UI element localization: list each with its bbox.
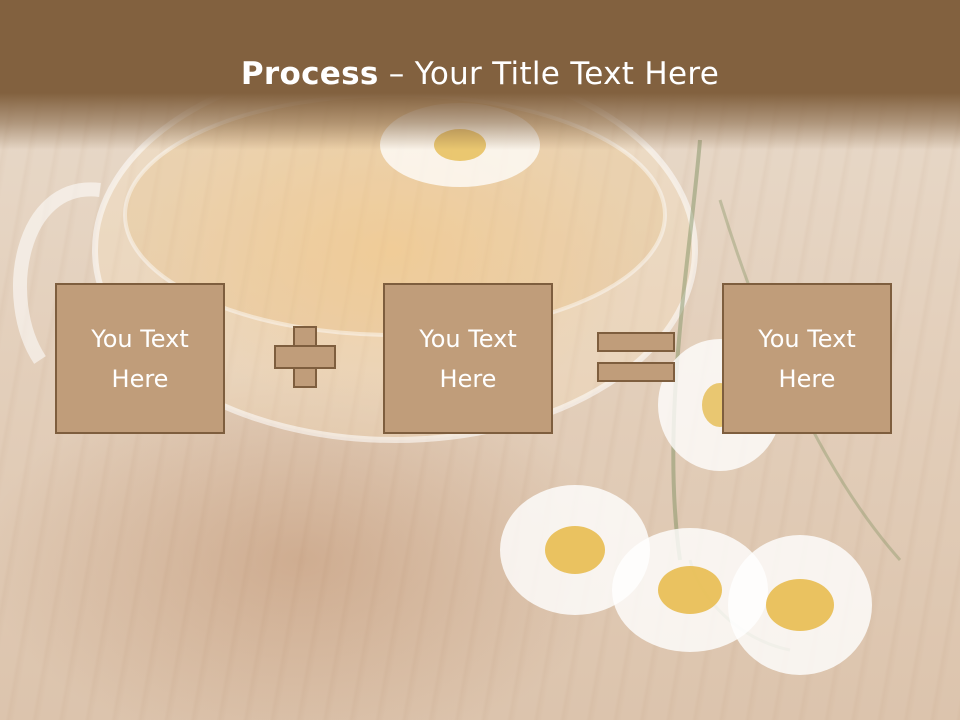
- title-rest: – Your Title Text Here: [378, 56, 720, 92]
- title-bar: [0, 0, 960, 150]
- process-box-1[interactable]: You Text Here: [55, 283, 225, 434]
- slide-title: Process – Your Title Text Here: [0, 52, 960, 96]
- equals-icon: [597, 332, 675, 382]
- flower-stem: [671, 139, 702, 561]
- process-box-label: You Text Here: [91, 324, 189, 393]
- title-bold: Process: [240, 56, 379, 92]
- process-box-2[interactable]: You Text Here: [383, 283, 553, 434]
- result-box[interactable]: You Text Here: [722, 283, 892, 434]
- process-box-label: You Text Here: [758, 324, 856, 393]
- teacup-handle: [13, 182, 101, 364]
- chamomile-flower: [728, 535, 872, 675]
- plus-icon: [274, 326, 336, 388]
- chamomile-flower: [612, 528, 768, 652]
- chamomile-flower: [500, 485, 650, 615]
- process-box-label: You Text Here: [419, 324, 517, 393]
